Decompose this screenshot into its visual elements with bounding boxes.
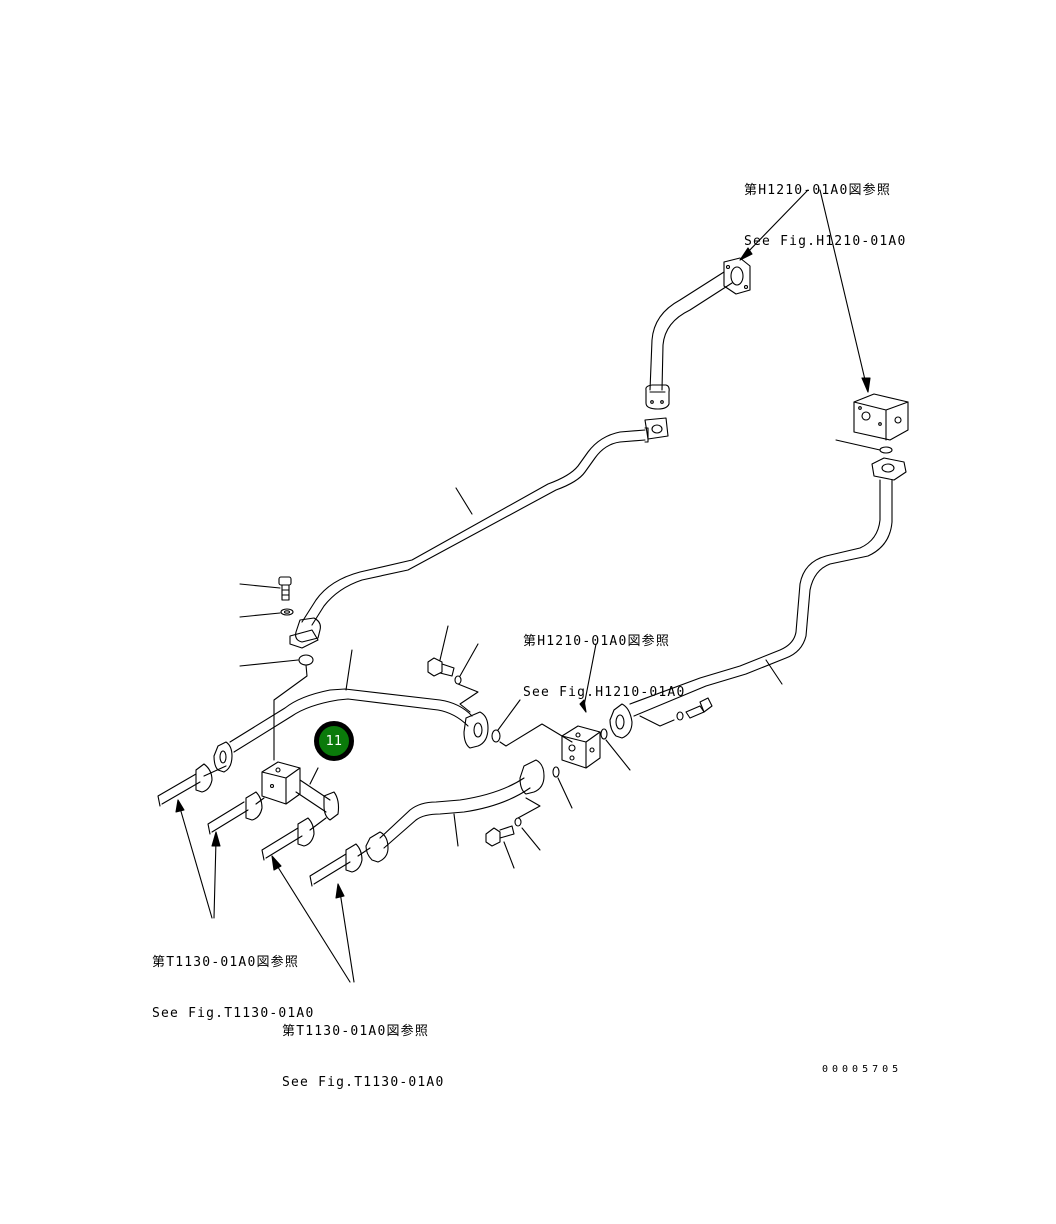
hose-end-1 [157, 763, 227, 807]
reference-jp: 第T1130-01A0図参照 [152, 955, 300, 970]
reference-jp: 第H1210-01A0図参照 [744, 183, 892, 198]
reference-jp: 第T1130-01A0図参照 [282, 1024, 430, 1039]
document-number: 00005705 [822, 1064, 903, 1075]
reference-label-h1210-top: 第H1210-01A0図参照 See Fig.H1210-01A0 [744, 148, 906, 284]
reference-en: See Fig.T1130-01A0 [152, 1006, 315, 1021]
reference-label-t1130-left: 第T1130-01A0図参照 See Fig.T1130-01A0 [152, 920, 314, 1056]
bolt-washer-left-top [239, 576, 314, 761]
hose-end-2 [207, 791, 265, 835]
left-junction-block [261, 761, 340, 821]
reference-label-h1210-mid: 第H1210-01A0図参照 See Fig.H1210-01A0 [523, 599, 685, 735]
reference-en: See Fig.H1210-01A0 [744, 234, 907, 249]
arrows-h1210-top [739, 189, 871, 393]
center-valve-block [561, 643, 631, 771]
reference-en: See Fig.H1210-01A0 [523, 685, 686, 700]
reference-en: See Fig.T1130-01A0 [282, 1075, 445, 1090]
right-valve-block [835, 393, 909, 481]
reference-label-t1130-bottom: 第T1130-01A0図参照 See Fig.T1130-01A0 [282, 989, 444, 1125]
callout-number: 11 [325, 733, 343, 749]
arrows-t1130 [175, 799, 355, 983]
upper-long-pipe [289, 427, 649, 649]
left-upper-pipe [213, 649, 489, 773]
upper-right-bent-pipe [644, 257, 751, 440]
hose-end-4 [309, 843, 371, 887]
right-lower-pipe [609, 479, 893, 739]
lower-center-pipe [365, 759, 573, 869]
reference-jp: 第H1210-01A0図参照 [523, 634, 671, 649]
hose-end-3 [261, 817, 327, 861]
bolt-washer-mid [427, 625, 479, 713]
o-ring-center [491, 699, 573, 747]
part-callout-11[interactable]: 11 [314, 721, 354, 761]
